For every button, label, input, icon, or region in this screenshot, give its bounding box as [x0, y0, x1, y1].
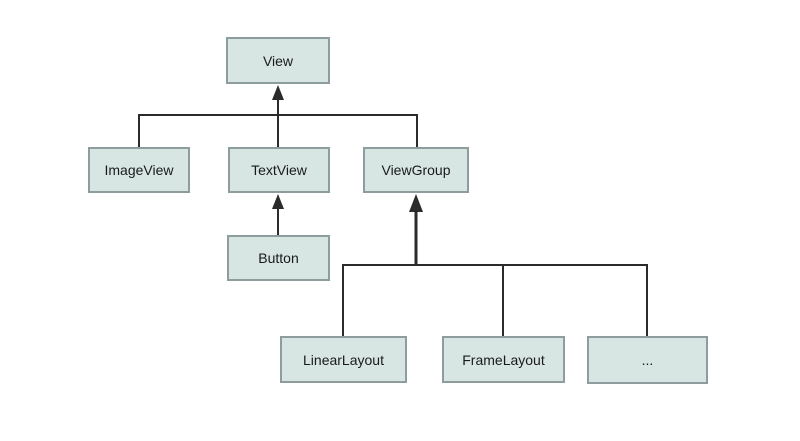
node-framelayout-label: FrameLayout [462, 351, 545, 368]
node-imageview-label: ImageView [104, 162, 174, 178]
node-button-label: Button [258, 250, 299, 266]
node-ellipsis-label: ... [641, 352, 654, 368]
arrowhead-to-textview-icon [272, 194, 284, 209]
node-framelayout: FrameLayout [442, 336, 565, 383]
node-button: Button [227, 235, 330, 281]
arrowhead-to-viewgroup-icon [409, 194, 423, 212]
node-imageview: ImageView [88, 147, 190, 193]
node-viewgroup: ViewGroup [363, 147, 469, 193]
node-textview-label: TextView [251, 162, 307, 178]
node-linearlayout-label: LinearLayout [303, 351, 384, 368]
node-textview: TextView [228, 147, 330, 193]
node-view: View [226, 37, 330, 84]
node-view-label: View [262, 52, 294, 69]
arrowhead-to-view-icon [272, 85, 284, 100]
node-ellipsis: ... [587, 336, 708, 384]
node-linearlayout: LinearLayout [280, 336, 407, 383]
node-viewgroup-label: ViewGroup [381, 162, 451, 178]
